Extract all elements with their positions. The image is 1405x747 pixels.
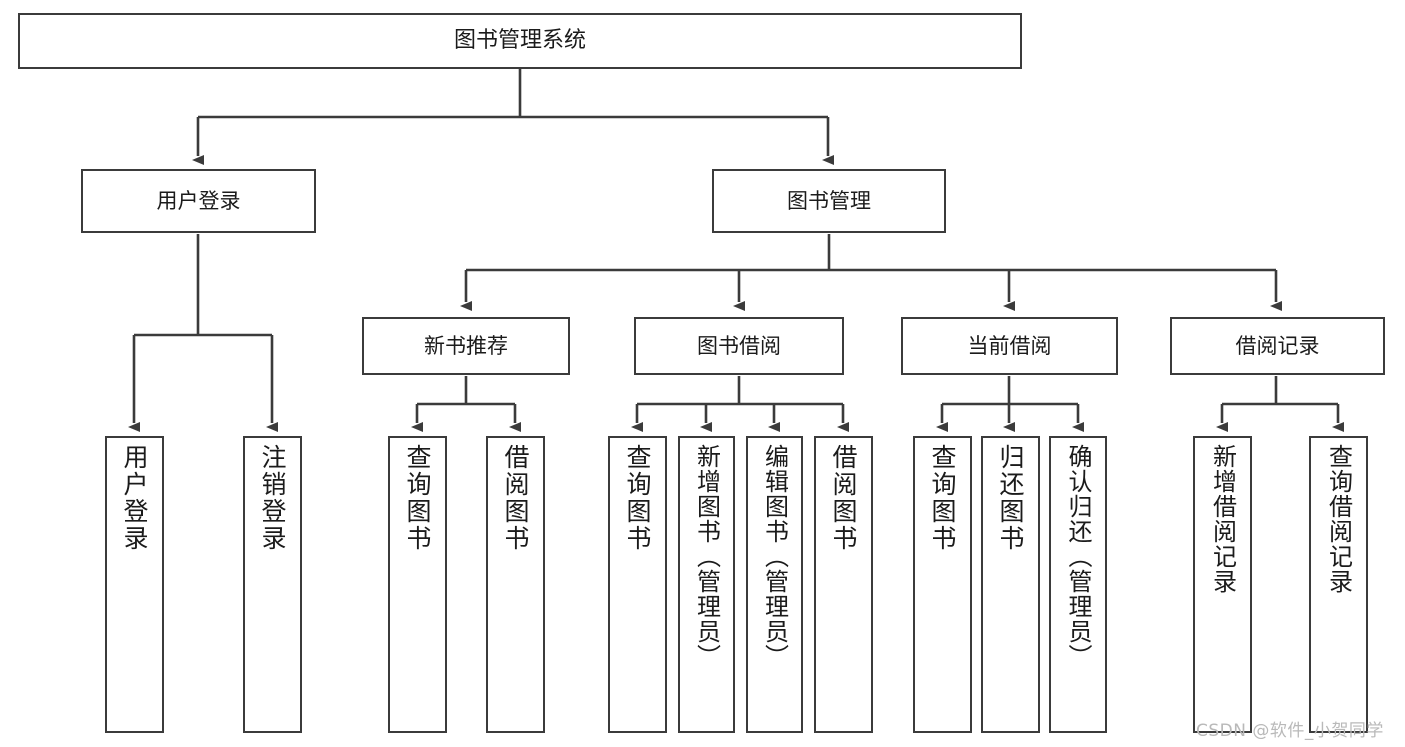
node-label: 新增图书（管理员） [692,444,721,669]
node-label: 确认归还（管理员） [1064,444,1092,669]
node-label: 用户登录 [120,444,149,552]
leaf-query-book-recommend[interactable]: 查询图书 [388,436,447,733]
node-new-book-recommend[interactable]: 新书推荐 [362,317,570,375]
node-label: 注销登录 [258,444,287,552]
csdn-watermark: CSDN @软件_小贺同学 [1196,721,1384,741]
leaf-add-book-admin[interactable]: 新增图书（管理员） [678,436,735,733]
leaf-edit-book-admin[interactable]: 编辑图书（管理员） [746,436,803,733]
leaf-user-login[interactable]: 用户登录 [105,436,164,733]
node-label: 新增借阅记录 [1208,444,1237,594]
node-label: 用户登录 [156,188,241,213]
node-label: 编辑图书（管理员） [760,444,789,669]
node-label: 查询图书 [403,444,432,552]
node-label: 借阅图书 [829,444,858,552]
node-current-borrow[interactable]: 当前借阅 [901,317,1118,375]
node-label: 查询借阅记录 [1324,444,1353,594]
node-label: 借阅图书 [501,444,530,552]
node-label: 查询图书 [623,444,652,552]
node-label: 当前借阅 [967,333,1052,358]
node-label: 查询图书 [928,444,957,552]
node-label: 图书借阅 [697,333,781,358]
leaf-query-book-current[interactable]: 查询图书 [913,436,972,733]
leaf-confirm-return-admin[interactable]: 确认归还（管理员） [1049,436,1107,733]
leaf-borrow-book-borrow[interactable]: 借阅图书 [814,436,873,733]
node-user-login[interactable]: 用户登录 [81,169,316,233]
node-root-book-management-system[interactable]: 图书管理系统 [18,13,1022,69]
leaf-query-book-borrow[interactable]: 查询图书 [608,436,667,733]
node-label: 图书管理 [787,188,871,213]
node-book-borrow[interactable]: 图书借阅 [634,317,844,375]
leaf-borrow-book-recommend[interactable]: 借阅图书 [486,436,545,733]
leaf-add-borrow-record[interactable]: 新增借阅记录 [1193,436,1252,733]
node-label: 借阅记录 [1235,333,1320,358]
node-borrow-record[interactable]: 借阅记录 [1170,317,1385,375]
leaf-logout-login[interactable]: 注销登录 [243,436,302,733]
node-label: 新书推荐 [424,333,508,358]
node-label: 归还图书 [996,444,1025,552]
node-label: 图书管理系统 [453,28,586,54]
leaf-query-borrow-record[interactable]: 查询借阅记录 [1309,436,1368,733]
node-book-management[interactable]: 图书管理 [712,169,946,233]
leaf-return-book[interactable]: 归还图书 [981,436,1040,733]
